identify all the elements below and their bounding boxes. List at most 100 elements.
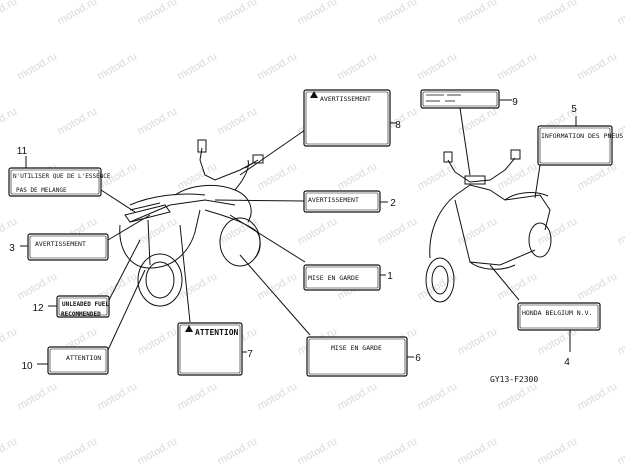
label-box-outer [306, 336, 408, 377]
callout-number-5: 5 [571, 104, 577, 115]
label-box-outer [303, 264, 381, 291]
label-box-outer [303, 190, 381, 213]
label-box-outer [8, 167, 102, 197]
scooter-right-illustration [425, 149, 552, 303]
watermark-text: motod.ru [16, 50, 60, 82]
label-text-7: ATTENTION [195, 328, 239, 337]
watermark-text: motod.ru [136, 435, 180, 467]
label-text-4: HONDA BELGIUM N.V. [522, 309, 592, 317]
label-text-5: INFORMATION DES PNEUS [541, 132, 623, 140]
watermark-text: motod.ru [216, 105, 260, 137]
part-leader-10 [107, 269, 146, 351]
label-text-6: MISE EN GARDE [331, 344, 382, 352]
watermark-text: motod.ru [0, 435, 19, 467]
watermark-text: motod.ru [296, 435, 340, 467]
label-box-inner [29, 235, 107, 259]
callout-number-6: 6 [415, 353, 421, 364]
label-text-11: N'UTILISER QUE DE L'ESSENCE [13, 173, 111, 180]
scooter-left-illustration [119, 139, 264, 307]
watermark-text: motod.ru [96, 380, 140, 412]
callout-number-2: 2 [390, 198, 396, 209]
callout-number-12: 12 [32, 303, 44, 314]
watermark-text: motod.ru [376, 435, 420, 467]
watermark-text: motod.ru [616, 325, 625, 357]
watermark-text: motod.ru [616, 435, 625, 467]
label-box-inner [422, 91, 498, 107]
warning-triangle-icon [310, 91, 318, 98]
label-box-inner [539, 127, 611, 164]
callout-number-10: 10 [21, 361, 33, 372]
leader-lines [20, 99, 577, 365]
watermark-text: motod.ru [456, 435, 500, 467]
label-box-3: AVERTISSEMENT [27, 233, 109, 261]
label-text-12: UNLEADED FUEL [62, 301, 109, 308]
label-box-outer [517, 302, 601, 331]
label-text-12: RECOMMENDED [61, 311, 101, 318]
watermark-text: motod.ru [176, 50, 220, 82]
label-box-8: AVERTISSEMENT [303, 89, 391, 147]
label-box-inner [305, 192, 379, 211]
label-box-6: MISE EN GARDE [306, 336, 408, 377]
label-text-8: AVERTISSEMENT [320, 95, 371, 103]
callout-number-3: 3 [9, 243, 15, 254]
label-box-7: ATTENTION [177, 322, 243, 376]
watermark-text: motod.ru [0, 0, 19, 28]
watermark-text: motod.ru [416, 380, 460, 412]
label-box-4: HONDA BELGIUM N.V. [517, 302, 601, 331]
watermark-text: motod.ru [336, 50, 380, 82]
label-box-5: INFORMATION DES PNEUS [537, 125, 623, 166]
watermark-text: motod.ru [336, 160, 380, 192]
label-box-outer [47, 346, 109, 375]
watermark-text: motod.ru [16, 380, 60, 412]
watermark-text: motod.ru [416, 160, 460, 192]
label-box-2: AVERTISSEMENT [303, 190, 381, 213]
watermark-text: motod.ru [136, 105, 180, 137]
part-leader-7 [179, 224, 191, 323]
watermark-text: motod.ru [376, 0, 420, 28]
callout-number-1: 1 [387, 271, 393, 282]
watermark-text: motod.ru [456, 215, 500, 247]
watermark-text: motod.ru [456, 325, 500, 357]
watermark-text: motod.ru [96, 50, 140, 82]
label-box-11: N'UTILISER QUE DE L'ESSENCE PAS DE MELANG… [8, 167, 111, 197]
watermark-text: motod.ru [56, 0, 100, 28]
watermark-text: motod.ru [136, 0, 180, 28]
watermark-text: motod.ru [256, 380, 300, 412]
watermark-text: motod.ru [456, 0, 500, 28]
watermark-text: motod.ru [416, 50, 460, 82]
label-box-9 [420, 89, 500, 109]
watermark-text: motod.ru [496, 50, 540, 82]
watermark-text: motod.ru [376, 215, 420, 247]
part-leader-8 [239, 129, 306, 176]
label-text-11: PAS DE MELANGE [16, 187, 67, 194]
watermark-text: motod.ru [0, 325, 19, 357]
label-box-outer [420, 89, 500, 109]
watermark-text: motod.ru [56, 105, 100, 137]
part-leader-2 [214, 199, 305, 202]
watermark-text: motod.ru [216, 435, 260, 467]
callout-number-11: 11 [17, 146, 28, 157]
part-leader-5 [534, 164, 541, 199]
label-box-inner [49, 348, 107, 373]
label-box-inner [305, 266, 379, 289]
reference-code: GY13-F2300 [490, 375, 538, 384]
callout-number-9: 9 [512, 97, 518, 108]
watermark-text: motod.ru [0, 105, 19, 137]
watermark-text: motod.ru [496, 160, 540, 192]
watermark-text: motod.ru [616, 215, 625, 247]
label-text-3: AVERTISSEMENT [35, 240, 86, 248]
part-leader-6 [239, 254, 311, 336]
watermark-text: motod.ru [256, 160, 300, 192]
label-box-outer [303, 89, 391, 147]
watermark-text: motod.ru [616, 0, 625, 28]
label-box-12: UNLEADED FUEL RECOMMENDED [56, 295, 110, 318]
part-leader-12 [108, 239, 141, 301]
label-text-1: MISE EN GARDE [308, 274, 359, 282]
label-box-inner [305, 91, 389, 145]
watermark-text: motod.ru [536, 215, 580, 247]
label-box-outer [56, 295, 110, 318]
watermark-text: motod.ru [496, 380, 540, 412]
